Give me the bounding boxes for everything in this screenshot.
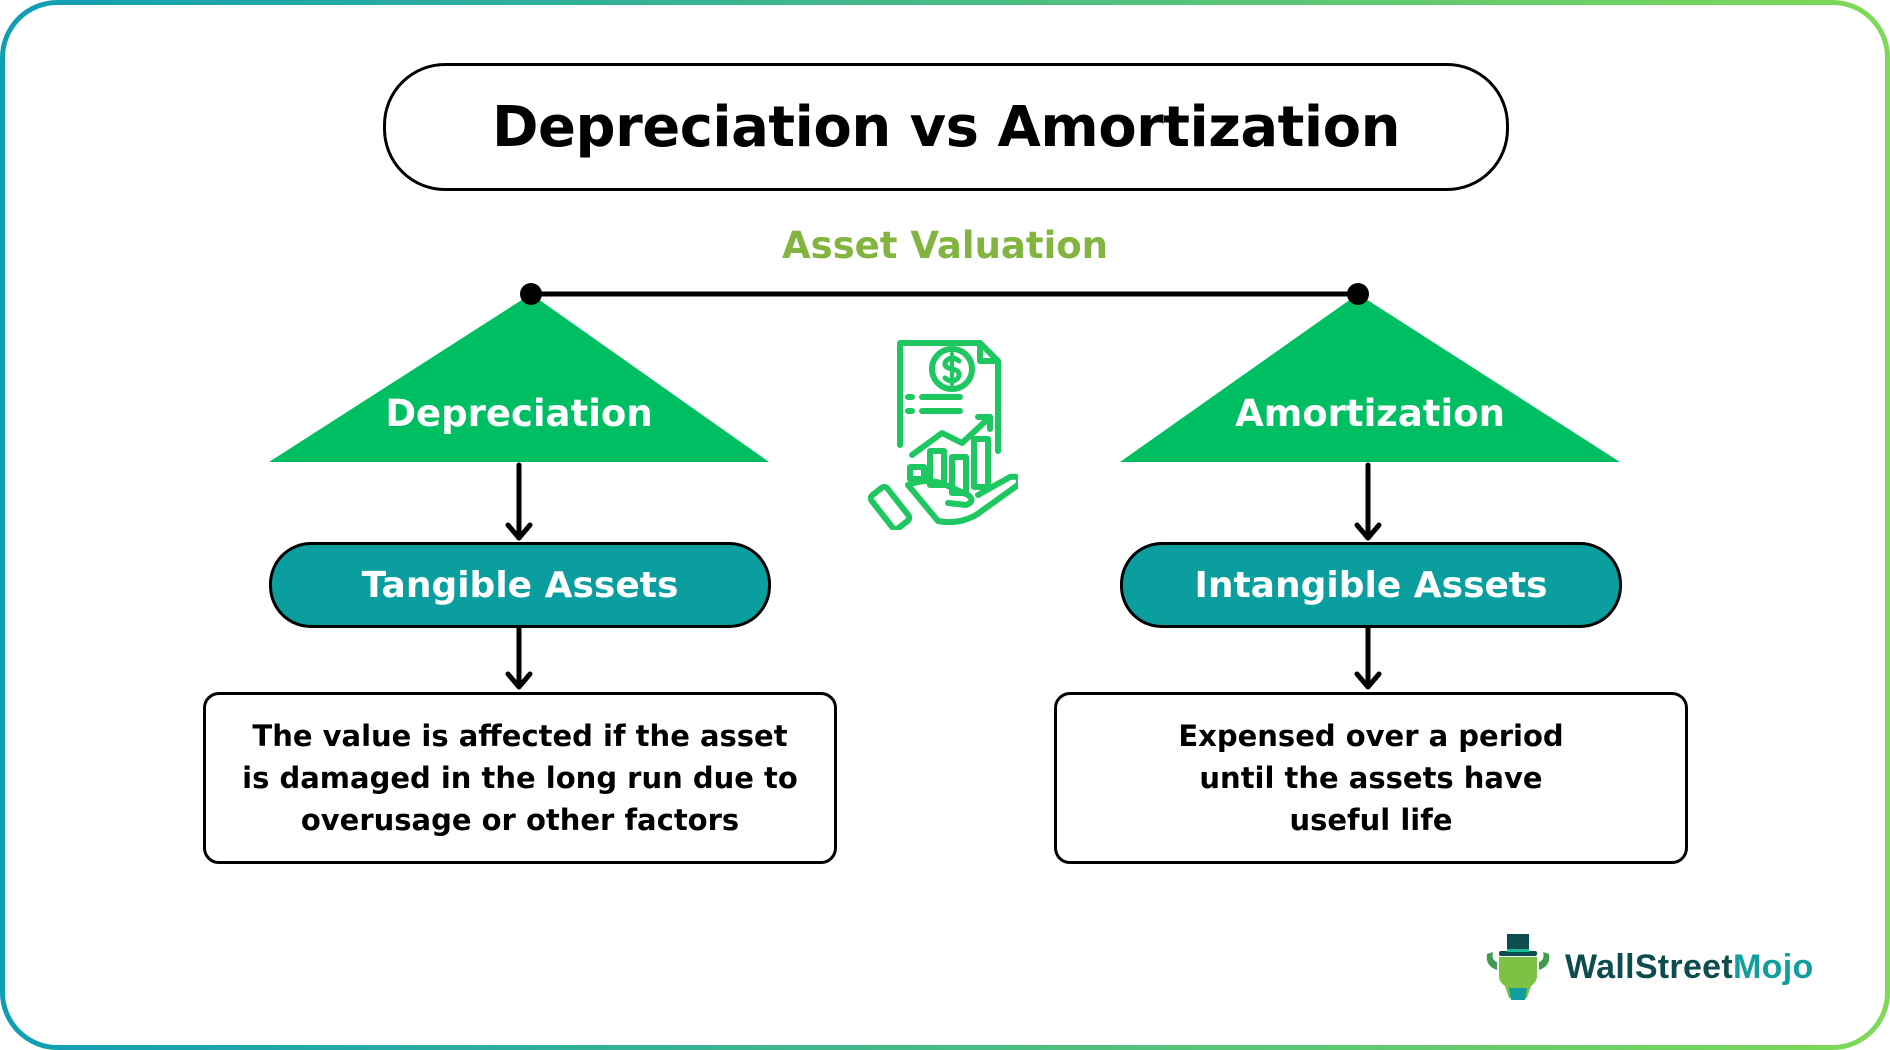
right-node-dot: [1347, 283, 1369, 305]
depreciation-description: The value is affected if the asset is da…: [242, 719, 798, 837]
intangible-assets-pill: Intangible Assets: [1120, 542, 1622, 628]
financial-report-hand-icon: [868, 340, 1018, 530]
brand-name: WallStreetMojo: [1565, 947, 1814, 986]
bull-with-top-hat-icon: [1486, 934, 1550, 1000]
page-title: Depreciation vs Amortization: [492, 94, 1400, 160]
tangible-assets-label: Tangible Assets: [361, 564, 679, 606]
arrow-down-icon: [1354, 462, 1382, 690]
amortization-description-box: Expensed over a period until the assets …: [1054, 692, 1688, 864]
depreciation-description-box: The value is affected if the asset is da…: [203, 692, 837, 864]
depreciation-triangle: [269, 294, 769, 462]
depreciation-label: Depreciation: [385, 392, 653, 435]
title-pill: Depreciation vs Amortization: [383, 63, 1509, 191]
amortization-triangle: [1120, 294, 1620, 462]
brand-logo: WallStreetMojo: [1483, 932, 1814, 1002]
root-label: Asset Valuation: [781, 224, 1109, 267]
arrow-down-icon: [505, 462, 533, 690]
tangible-assets-pill: Tangible Assets: [269, 542, 771, 628]
intangible-assets-label: Intangible Assets: [1194, 564, 1548, 606]
left-node-dot: [520, 283, 542, 305]
amortization-label: Amortization: [1235, 392, 1505, 435]
amortization-description: Expensed over a period until the assets …: [1178, 719, 1564, 837]
